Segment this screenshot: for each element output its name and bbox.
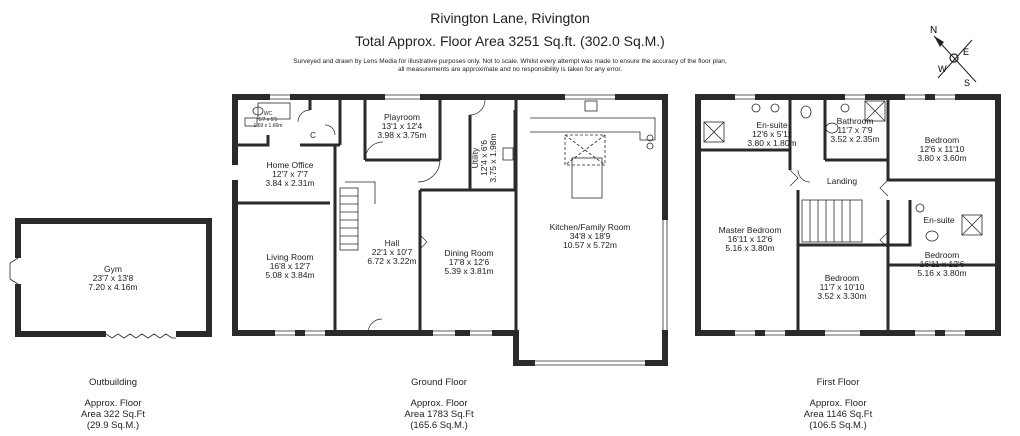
- disclaimer-line-2: all measurements are approximate and no …: [398, 66, 622, 73]
- compass-s: S: [964, 78, 970, 88]
- utility-metric: 3.75 x 1.98m: [488, 133, 498, 182]
- property-address: Rivington Lane, Rivington: [430, 10, 590, 26]
- master-bedroom-metric: 5.16 x 3.80m: [725, 243, 774, 253]
- outbuilding-caption: Outbuilding Approx. Floor Area 322 Sq.Ft…: [53, 377, 173, 431]
- kitchen-imperial: 34'8 x 18'9: [570, 231, 611, 241]
- bedroom-se-name: Bedroom: [925, 250, 960, 260]
- dining-room-name: Dining Room: [444, 248, 493, 258]
- first-floor-title: First Floor: [816, 377, 860, 388]
- kitchen-name: Kitchen/Family Room: [550, 222, 631, 232]
- living-room-metric: 5.08 x 3.84m: [265, 270, 314, 280]
- utility-imperial: 12'4 x 6'6: [479, 140, 489, 176]
- gym-imperial: 23'7 x 13'8: [93, 273, 134, 283]
- master-bedroom-imperial: 16'11 x 12'6: [728, 234, 773, 244]
- home-office-imperial: 12'7 x 7'7: [272, 169, 308, 179]
- bedroom-ne-name: Bedroom: [925, 135, 960, 145]
- living-room-imperial: 16'8 x 12'7: [270, 261, 311, 271]
- bedroom-s-metric: 3.52 x 3.30m: [817, 291, 866, 301]
- outbuilding-area-line1: Approx. Floor: [84, 398, 142, 409]
- dining-room-imperial: 17'8 x 12'6: [449, 257, 490, 267]
- compass-rose: N E W S: [930, 25, 977, 88]
- wc-metric: 1.69 x 1.66m: [254, 123, 283, 129]
- hall-imperial: 22'1 x 10'7: [372, 247, 413, 257]
- outbuilding-area-line3: (29.9 Sq.M.): [86, 420, 140, 431]
- home-office-name: Home Office: [266, 160, 313, 170]
- wc-name: WC: [264, 111, 273, 117]
- master-bedroom-name: Master Bedroom: [719, 225, 782, 235]
- first-floor-caption: First Floor Approx. Floor Area 1146 Sq.F…: [778, 377, 898, 431]
- bedroom-s-imperial: 11'7 x 10'10: [820, 282, 865, 292]
- dining-room-metric: 5.39 x 3.81m: [444, 266, 493, 276]
- bathroom-imperial: 11'7 x 7'9: [837, 125, 872, 135]
- wc-imperial: 5'7 x 5'5: [259, 117, 278, 123]
- playroom-metric: 3.98 x 3.75m: [377, 130, 426, 140]
- ensuite1-imperial: 12'6 x 5'11: [752, 129, 792, 139]
- ground-floor-caption: Ground Floor Approx. Floor Area 1783 Sq.…: [379, 377, 499, 431]
- living-room-name: Living Room: [266, 252, 313, 262]
- landing-name: Landing: [827, 176, 858, 186]
- gym-name: Gym: [104, 264, 122, 274]
- home-office-metric: 3.84 x 2.31m: [265, 178, 314, 188]
- bedroom-ne-metric: 3.80 x 3.60m: [917, 153, 966, 163]
- outbuilding-plan: [9, 218, 212, 339]
- first-floor-area-line3: (106.5 Sq.M.): [809, 420, 867, 431]
- bathroom-metric: 3.52 x 2.35m: [830, 134, 879, 144]
- utility-name: Utility: [470, 147, 480, 169]
- ground-floor-area-line3: (165.6 Sq.M.): [410, 420, 468, 431]
- ensuite1-name: En-suite: [756, 120, 787, 130]
- first-floor-area-line2: Area 1146 Sq.Ft: [803, 409, 873, 420]
- playroom-imperial: 13'1 x 12'4: [382, 121, 423, 131]
- outbuilding-title: Outbuilding: [88, 377, 138, 388]
- ground-floor-title: Ground Floor: [411, 377, 467, 388]
- gym-metric: 7.20 x 4.16m: [88, 282, 137, 292]
- compass-n: N: [930, 25, 937, 36]
- disclaimer-line-1: Surveyed and drawn by Lens Media for ill…: [293, 58, 727, 65]
- ground-floor-area-line1: Approx. Floor: [410, 398, 468, 409]
- kitchen-metric: 10.57 x 5.72m: [563, 240, 617, 250]
- bedroom-s-name: Bedroom: [825, 273, 860, 283]
- total-floor-area: Total Approx. Floor Area 3251 Sq.ft. (30…: [355, 33, 665, 49]
- bathroom-name: Bathroom: [837, 116, 874, 126]
- outbuilding-area-line2: Area 322 Sq.Ft: [81, 409, 145, 420]
- ground-floor-area-line2: Area 1783 Sq.Ft: [404, 409, 474, 420]
- playroom-name: Playroom: [384, 112, 420, 122]
- hall-metric: 6.72 x 3.22m: [367, 256, 416, 266]
- compass-e: E: [963, 47, 969, 57]
- cupboard-label: C: [310, 131, 316, 140]
- ensuite1-metric: 3.80 x 1.80m: [747, 138, 796, 148]
- compass-w: W: [938, 64, 947, 74]
- first-floor-plan: [695, 93, 1001, 337]
- bedroom-se-imperial: 16'11 x 12'6: [920, 259, 965, 269]
- hall-name: Hall: [385, 238, 400, 248]
- bedroom-ne-imperial: 12'6 x 11'10: [920, 144, 965, 154]
- ensuite2-name: En-suite: [923, 215, 954, 225]
- ground-floor-plan: [231, 93, 669, 367]
- bedroom-se-metric: 5.16 x 3.80m: [917, 268, 966, 278]
- first-floor-area-line1: Approx. Floor: [809, 398, 867, 409]
